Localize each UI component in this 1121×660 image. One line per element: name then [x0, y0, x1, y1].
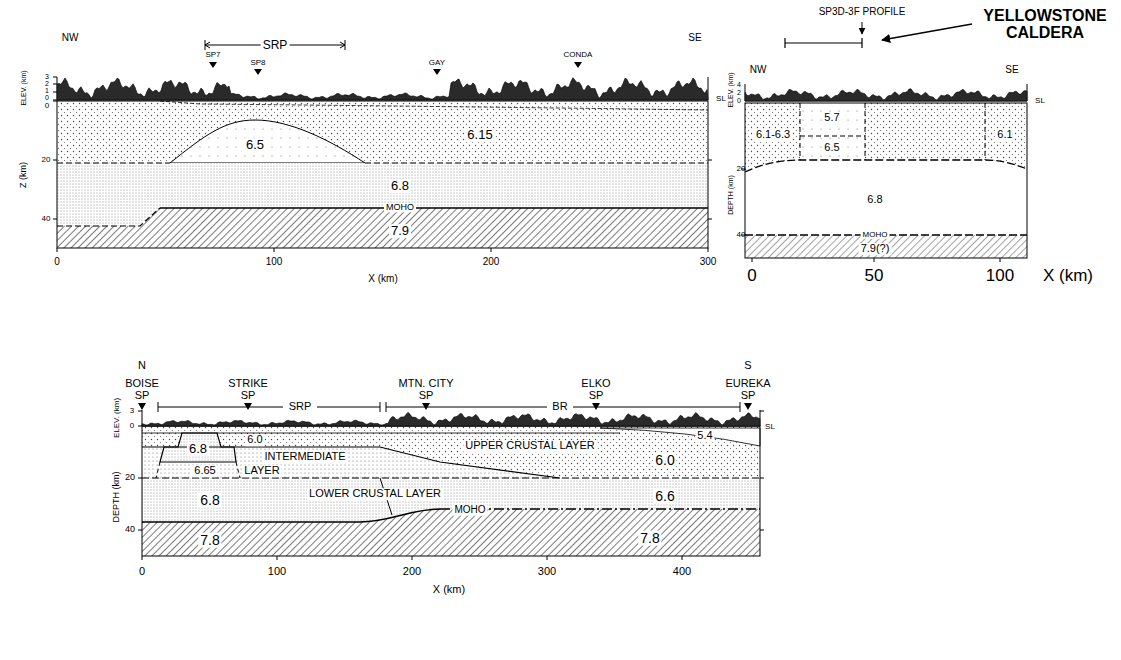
- figure-label: 6.0: [653, 453, 676, 468]
- figure-label: 100: [266, 257, 283, 268]
- figure-label: 6.15: [465, 128, 494, 142]
- figure-label: 40: [737, 231, 746, 239]
- figure-label: NW: [62, 33, 79, 44]
- figure-label: 100: [986, 267, 1014, 285]
- figure-label: MTN. CITY SP: [390, 378, 462, 401]
- figure-label: 6.0: [245, 434, 264, 446]
- figure-label: 6.5: [244, 138, 266, 152]
- figure-label: SRP: [287, 401, 314, 413]
- figure-label: 0: [130, 422, 134, 430]
- figure-label: UPPER CRUSTAL LAYER: [463, 440, 596, 452]
- figure-label: 50: [865, 267, 884, 285]
- figure-label: 1: [45, 87, 49, 94]
- figure-label: ELKO SP: [577, 378, 615, 401]
- figure-label: LOWER CRUSTAL LAYER: [307, 488, 443, 500]
- srp-basin-range-profile: [138, 402, 764, 560]
- figure-label: 6.5: [822, 142, 841, 154]
- figure-label: 20: [737, 165, 746, 173]
- figure-label: 0: [737, 97, 741, 104]
- figure-label: SL: [765, 423, 775, 431]
- figure-label: MOHO: [861, 231, 890, 239]
- figure-label: 20: [125, 473, 135, 482]
- figure-label: 7.9: [389, 224, 411, 238]
- figure-label: SL: [1035, 97, 1045, 105]
- figure-label: BR: [550, 401, 569, 413]
- figure-label: 2: [45, 80, 49, 87]
- figure-label: 300: [538, 566, 556, 578]
- figure-label: S: [744, 360, 751, 372]
- figure-label: STRIKE SP: [225, 378, 271, 401]
- topography: [57, 78, 708, 100]
- srp-profile: [53, 40, 712, 252]
- figure-label: SP3D-3F PROFILE: [819, 7, 906, 18]
- figure-label: 0: [747, 267, 756, 285]
- figure-label: INTERMEDIATE: [262, 451, 347, 463]
- figure-label: 7.8: [638, 531, 661, 546]
- yellowstone-profile: [741, 22, 1027, 262]
- figure-label: 6.1-6.3: [754, 129, 792, 141]
- figure-label: 3: [130, 407, 134, 415]
- figure-label: CONDA: [564, 51, 593, 59]
- figure-label: MOHO: [452, 505, 487, 516]
- figure-label: 6.8: [865, 194, 884, 206]
- figure-label: SRP: [261, 39, 290, 52]
- figure-label: GAY: [429, 59, 445, 67]
- figure-label: 200: [403, 566, 421, 578]
- figure-label: NW: [750, 65, 767, 76]
- figure-label: SP8: [250, 59, 265, 67]
- figure-label: SE: [1005, 65, 1018, 76]
- figure-label: N: [138, 360, 146, 372]
- figure-label: 6.6: [653, 489, 676, 504]
- figure-label: LAYER: [242, 465, 281, 477]
- figure-label: SP7: [205, 51, 220, 59]
- figure-label: 0: [45, 94, 49, 101]
- figure-label: 7.8: [198, 533, 221, 548]
- figure-label: 7.9(?): [859, 243, 892, 255]
- figure-label: 6.65: [192, 465, 217, 477]
- figure-label: 5.7: [822, 112, 841, 124]
- figure-label: SL: [716, 95, 726, 103]
- figure-label: 20: [42, 156, 51, 164]
- figure-label: YELLOWSTONE CALDERA: [980, 8, 1110, 42]
- figure-label: 200: [483, 257, 500, 268]
- figure-label: 0: [45, 102, 49, 110]
- figure-label: 3: [45, 73, 49, 80]
- figure-label: X (km): [368, 274, 397, 285]
- figure-label: 6.8: [198, 493, 221, 508]
- figure-label: 2: [737, 89, 741, 96]
- figure-label: 5.4: [695, 430, 714, 442]
- figure-label: MOHO: [384, 203, 416, 212]
- figure-label: DEPTH (km): [727, 175, 734, 215]
- topography: [142, 412, 760, 426]
- topography: [745, 89, 1027, 101]
- figure-label: X (km): [1043, 267, 1093, 285]
- figure-label: 6.8: [187, 442, 209, 456]
- figure-label: 300: [700, 257, 717, 268]
- figure-label: BOISE SP: [120, 378, 164, 401]
- figure-label: 6.1: [995, 129, 1014, 141]
- figure-label: 4: [737, 81, 741, 88]
- figure-label: 100: [268, 566, 286, 578]
- figure-label: ELEV. (km): [727, 72, 734, 107]
- figure-label: SE: [688, 33, 701, 44]
- figure-label: 40: [125, 525, 135, 534]
- figure-label: DEPTH (km): [112, 472, 121, 523]
- figure-label: 0: [54, 257, 60, 268]
- figure-label: 40: [42, 215, 51, 223]
- figure-label: X (km): [433, 584, 465, 596]
- figure-label: Z (km): [19, 162, 28, 188]
- figure-label: 0: [139, 566, 145, 578]
- figure-label: EUREKA SP: [722, 378, 774, 401]
- figure-label: 400: [673, 566, 691, 578]
- figure-label: ELEV. (km): [113, 398, 121, 438]
- figure-label: 6.8: [389, 179, 411, 193]
- figure-label: ELEV. (km): [20, 70, 27, 105]
